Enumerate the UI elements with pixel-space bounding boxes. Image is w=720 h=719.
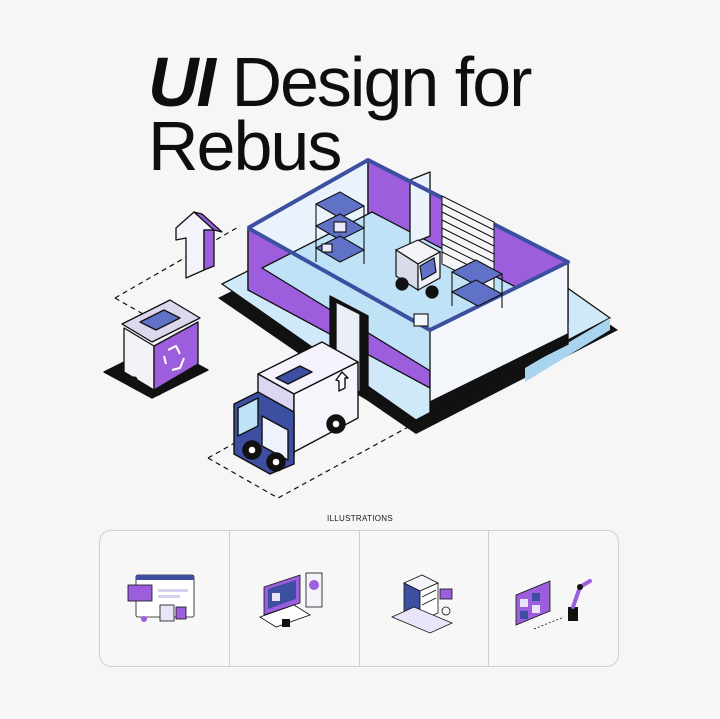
title-line1-rest: Design for: [231, 43, 532, 121]
gallery-card-server-stack[interactable]: [360, 531, 490, 666]
warehouse-hero-illustration: [103, 158, 618, 499]
title-line2: Rebus: [148, 107, 342, 185]
section-label: ILLUSTRATIONS: [327, 514, 393, 523]
recycling-bin: [103, 299, 209, 399]
ui-dashboard-illustration-icon: [127, 574, 195, 622]
server-stack-illustration-icon: [390, 574, 453, 633]
delivery-truck: [233, 341, 359, 475]
title-emphasis: UI: [148, 43, 216, 121]
gallery-card-ui-dashboard[interactable]: [100, 531, 230, 666]
gallery-card-computer-workstation[interactable]: [230, 531, 360, 666]
up-arrow-icon: [175, 211, 223, 279]
illustrations-gallery: [99, 530, 619, 667]
computer-workstation-illustration-icon: [259, 572, 323, 627]
storage-shelves: [314, 191, 504, 327]
gallery-card-robot-arm[interactable]: [489, 531, 618, 666]
forklift: [394, 239, 442, 299]
robot-arm-warehouse-illustration-icon: [515, 578, 592, 629]
